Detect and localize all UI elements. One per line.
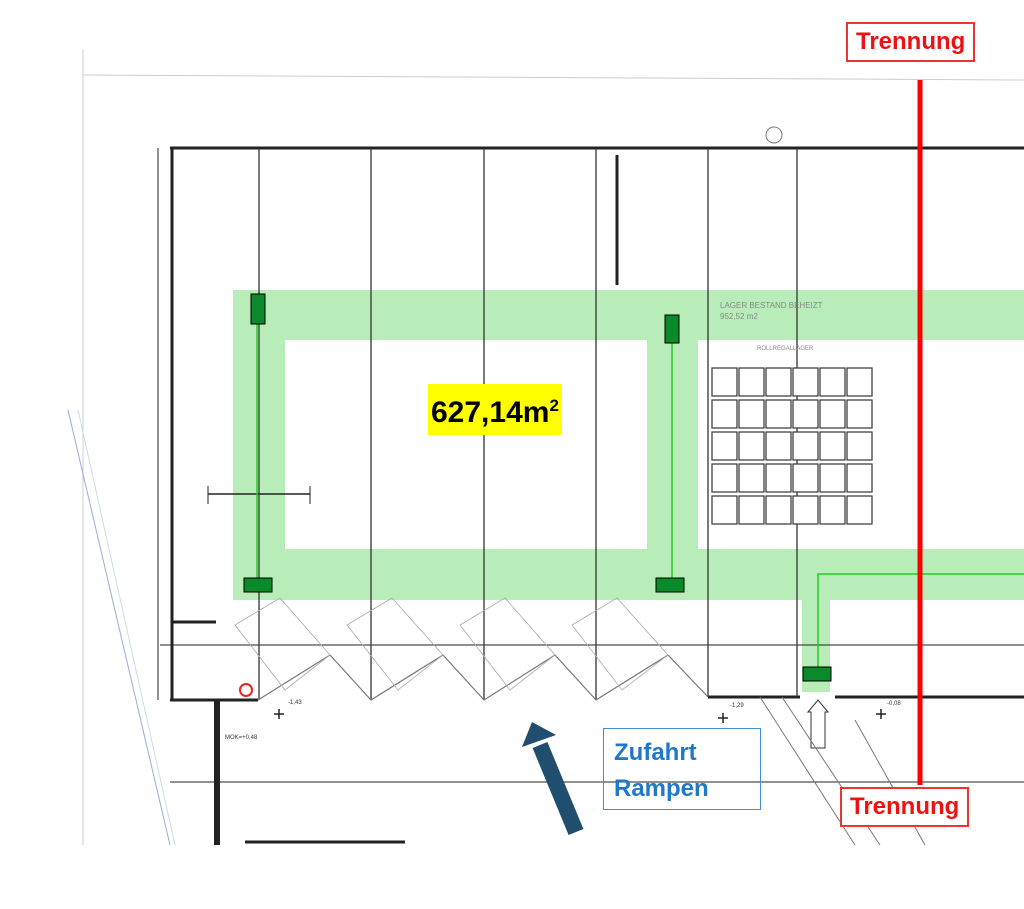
shelving-racks	[711, 367, 873, 525]
rack-cell	[765, 495, 792, 525]
rack-cell	[846, 399, 873, 429]
access-arrow-icon	[522, 722, 584, 836]
rack-cell	[711, 431, 738, 461]
rack-cell	[846, 367, 873, 397]
rack-cell	[738, 399, 765, 429]
rack-cell	[711, 367, 738, 397]
rack-cell	[765, 367, 792, 397]
emergency-exit-sign-icon	[243, 293, 832, 682]
rack-cell	[846, 495, 873, 525]
separation-label-bottom: Trennung	[840, 787, 970, 827]
rack-cell	[765, 399, 792, 429]
elevation-c: -0,08	[887, 701, 901, 707]
rack-cell	[819, 431, 846, 461]
rack-cell	[738, 495, 765, 525]
rack-cell	[792, 399, 819, 429]
rack-cell	[738, 463, 765, 493]
rack-cell	[738, 367, 765, 397]
existing-area-size: 952,52 m2	[720, 312, 758, 321]
access-line2: Rampen	[614, 775, 709, 802]
rack-cell	[738, 431, 765, 461]
rack-cell	[711, 495, 738, 525]
access-line1: Zufahrt	[614, 739, 697, 766]
rack-cell	[792, 431, 819, 461]
rack-cell	[765, 463, 792, 493]
rack-label: ROLLREGALLAGER	[757, 346, 814, 352]
rack-cell	[792, 495, 819, 525]
green-escape-zone	[233, 290, 1024, 692]
rack-cell	[819, 399, 846, 429]
elevation-a: -1,43	[288, 700, 302, 706]
rack-cell	[846, 463, 873, 493]
rack-cell	[765, 431, 792, 461]
area-label: 627,14m2	[428, 384, 562, 435]
rack-cell	[846, 431, 873, 461]
rack-cell	[711, 463, 738, 493]
rack-cell	[792, 367, 819, 397]
existing-area-title: LAGER BESTAND BEHEIZT	[720, 301, 823, 310]
area-unit: 2	[549, 396, 559, 415]
rack-cell	[711, 399, 738, 429]
separation-label-top: Trennung	[846, 22, 976, 62]
rack-cell	[819, 367, 846, 397]
rack-cell	[819, 463, 846, 493]
rack-cell	[792, 463, 819, 493]
mok-elevation: MOK=+0,48	[225, 735, 258, 741]
rack-cell	[819, 495, 846, 525]
elevation-b: -1,29	[730, 703, 744, 709]
area-value: 627,14m	[431, 396, 550, 429]
